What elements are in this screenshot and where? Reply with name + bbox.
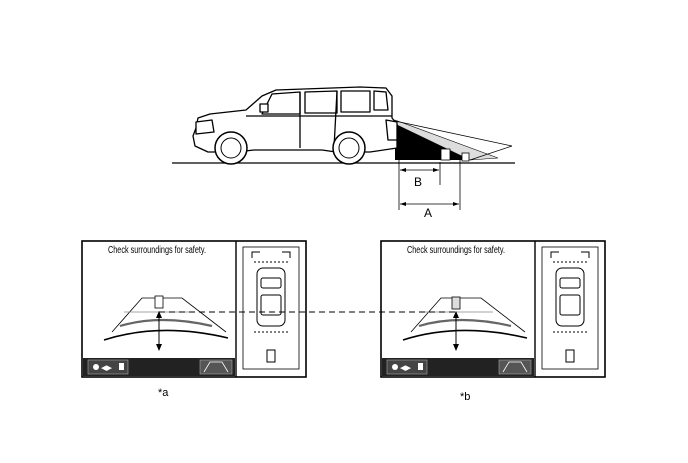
camera-ray-lower: [469, 145, 513, 161]
screen-panel-b: Check surroundings for safety. ◂▸: [380, 240, 606, 378]
suv-silhouette: [192, 86, 398, 153]
dim-a-arrow-left: [400, 202, 406, 206]
camera-ray-upper: [394, 120, 513, 147]
caption-b: *b: [460, 391, 470, 403]
obstacle-far: [461, 152, 470, 162]
view-switch-icon-b[interactable]: ◂▸: [386, 359, 428, 375]
dim-a-arrow-right: [453, 202, 459, 206]
front-wheel: [214, 131, 248, 165]
guide-toggle-icon-b[interactable]: [498, 359, 532, 375]
top-view-car-b: [550, 251, 590, 363]
svg-text:◂▸: ◂▸: [101, 362, 113, 374]
obstacle-on-screen-a: [154, 295, 164, 309]
obstacle-near: [440, 148, 451, 161]
dim-label-b: B: [414, 175, 422, 189]
svg-text:◂▸: ◂▸: [400, 362, 412, 374]
rear-wheel: [332, 131, 366, 165]
warning-text-b: Check surroundings for safety.: [407, 245, 505, 256]
dim-b-arrow-right: [433, 168, 439, 172]
guide-toggle-icon-a[interactable]: [199, 359, 233, 375]
dim-label-a: A: [424, 206, 432, 220]
view-switch-icon-a[interactable]: ◂▸: [87, 359, 129, 375]
caption-a: *a: [158, 387, 169, 399]
dim-b-arrow-left: [400, 168, 406, 172]
obstacle-on-screen-b: [451, 296, 461, 310]
warning-text-a: Check surroundings for safety.: [108, 245, 206, 256]
side-view: B A: [172, 86, 515, 220]
screen-panel-a: Check surroundings for safety. ◂▸: [81, 240, 307, 378]
